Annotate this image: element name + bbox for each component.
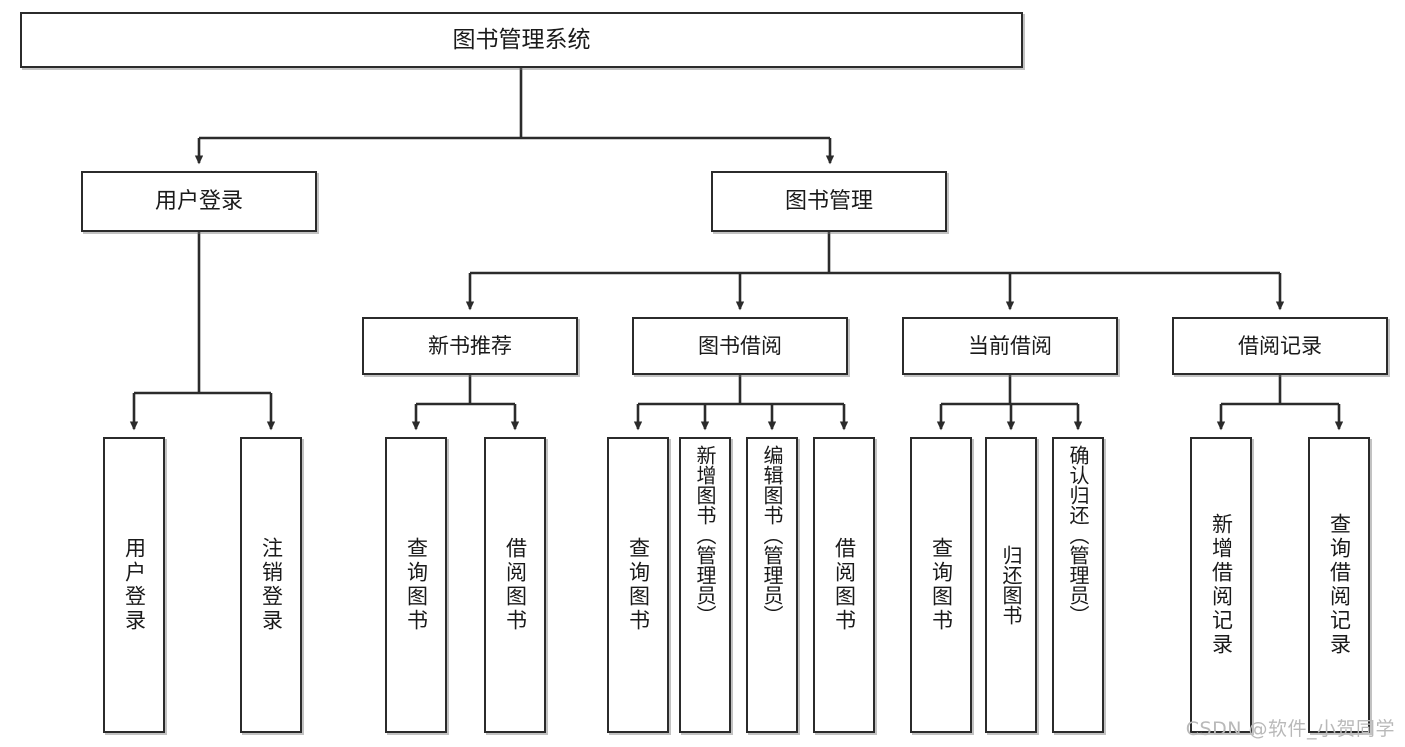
node-label: 查询借阅记录: [1327, 513, 1352, 657]
node-label: 注销登录: [259, 537, 284, 633]
node-book-manage[interactable]: 图书管理: [711, 171, 947, 232]
edge-newbookrec-to-leaves: [411, 375, 520, 431]
node-label: 用户登录: [154, 188, 243, 214]
leaf-edit-book-admin[interactable]: 编辑图书（管理员）: [746, 437, 798, 733]
node-label: 借阅图书: [832, 537, 857, 633]
node-label: 新书推荐: [428, 333, 512, 358]
edge-bookmanage-to-level3: [465, 232, 1285, 311]
leaf-query-book-recommend[interactable]: 查询图书: [385, 437, 447, 733]
leaf-query-book-current[interactable]: 查询图书: [910, 437, 972, 733]
node-label: 图书借阅: [698, 333, 782, 358]
node-label: 当前借阅: [968, 333, 1052, 358]
node-label: 借阅图书: [503, 537, 528, 633]
node-label: 新增图书（管理员）: [693, 445, 717, 625]
node-borrow-record[interactable]: 借阅记录: [1172, 317, 1388, 375]
edge-currentborrow-to-leaves: [936, 375, 1083, 431]
leaf-user-logout[interactable]: 注销登录: [240, 437, 302, 733]
node-label: 查询图书: [626, 537, 651, 633]
csdn-watermark: CSDN @软件_小贺同学: [1185, 718, 1395, 740]
node-current-borrow[interactable]: 当前借阅: [902, 317, 1118, 375]
node-root-system[interactable]: 图书管理系统: [20, 12, 1023, 68]
leaf-add-borrow-record[interactable]: 新增借阅记录: [1190, 437, 1252, 733]
leaf-add-book-admin[interactable]: 新增图书（管理员）: [679, 437, 731, 733]
node-label: 新增借阅记录: [1209, 513, 1234, 657]
leaf-user-login[interactable]: 用户登录: [103, 437, 165, 733]
node-user-login[interactable]: 用户登录: [81, 171, 317, 232]
leaf-borrow-book[interactable]: 借阅图书: [813, 437, 875, 733]
leaf-query-borrow-record[interactable]: 查询借阅记录: [1308, 437, 1370, 733]
leaf-borrow-book-recommend[interactable]: 借阅图书: [484, 437, 546, 733]
node-label: 编辑图书（管理员）: [760, 445, 784, 625]
node-label: 借阅记录: [1238, 333, 1322, 358]
edge-root-to-level2: [194, 68, 835, 165]
node-label: 图书管理系统: [452, 26, 591, 53]
node-label: 用户登录: [122, 537, 147, 633]
leaf-confirm-return-admin[interactable]: 确认归还（管理员）: [1052, 437, 1104, 733]
node-label: 查询图书: [929, 537, 954, 633]
node-label: 确认归还（管理员）: [1066, 445, 1090, 625]
edge-userlogin-to-leaves: [129, 232, 276, 431]
node-label: 图书管理: [784, 188, 873, 214]
node-label: 查询图书: [404, 537, 429, 633]
leaf-query-book-borrow[interactable]: 查询图书: [607, 437, 669, 733]
edge-bookborrow-to-leaves: [633, 375, 849, 431]
node-label: 归还图书: [999, 545, 1023, 625]
node-new-book-recommend[interactable]: 新书推荐: [362, 317, 578, 375]
edge-borrowrecord-to-leaves: [1216, 375, 1344, 431]
node-book-borrow[interactable]: 图书借阅: [632, 317, 848, 375]
leaf-return-book[interactable]: 归还图书: [985, 437, 1037, 733]
